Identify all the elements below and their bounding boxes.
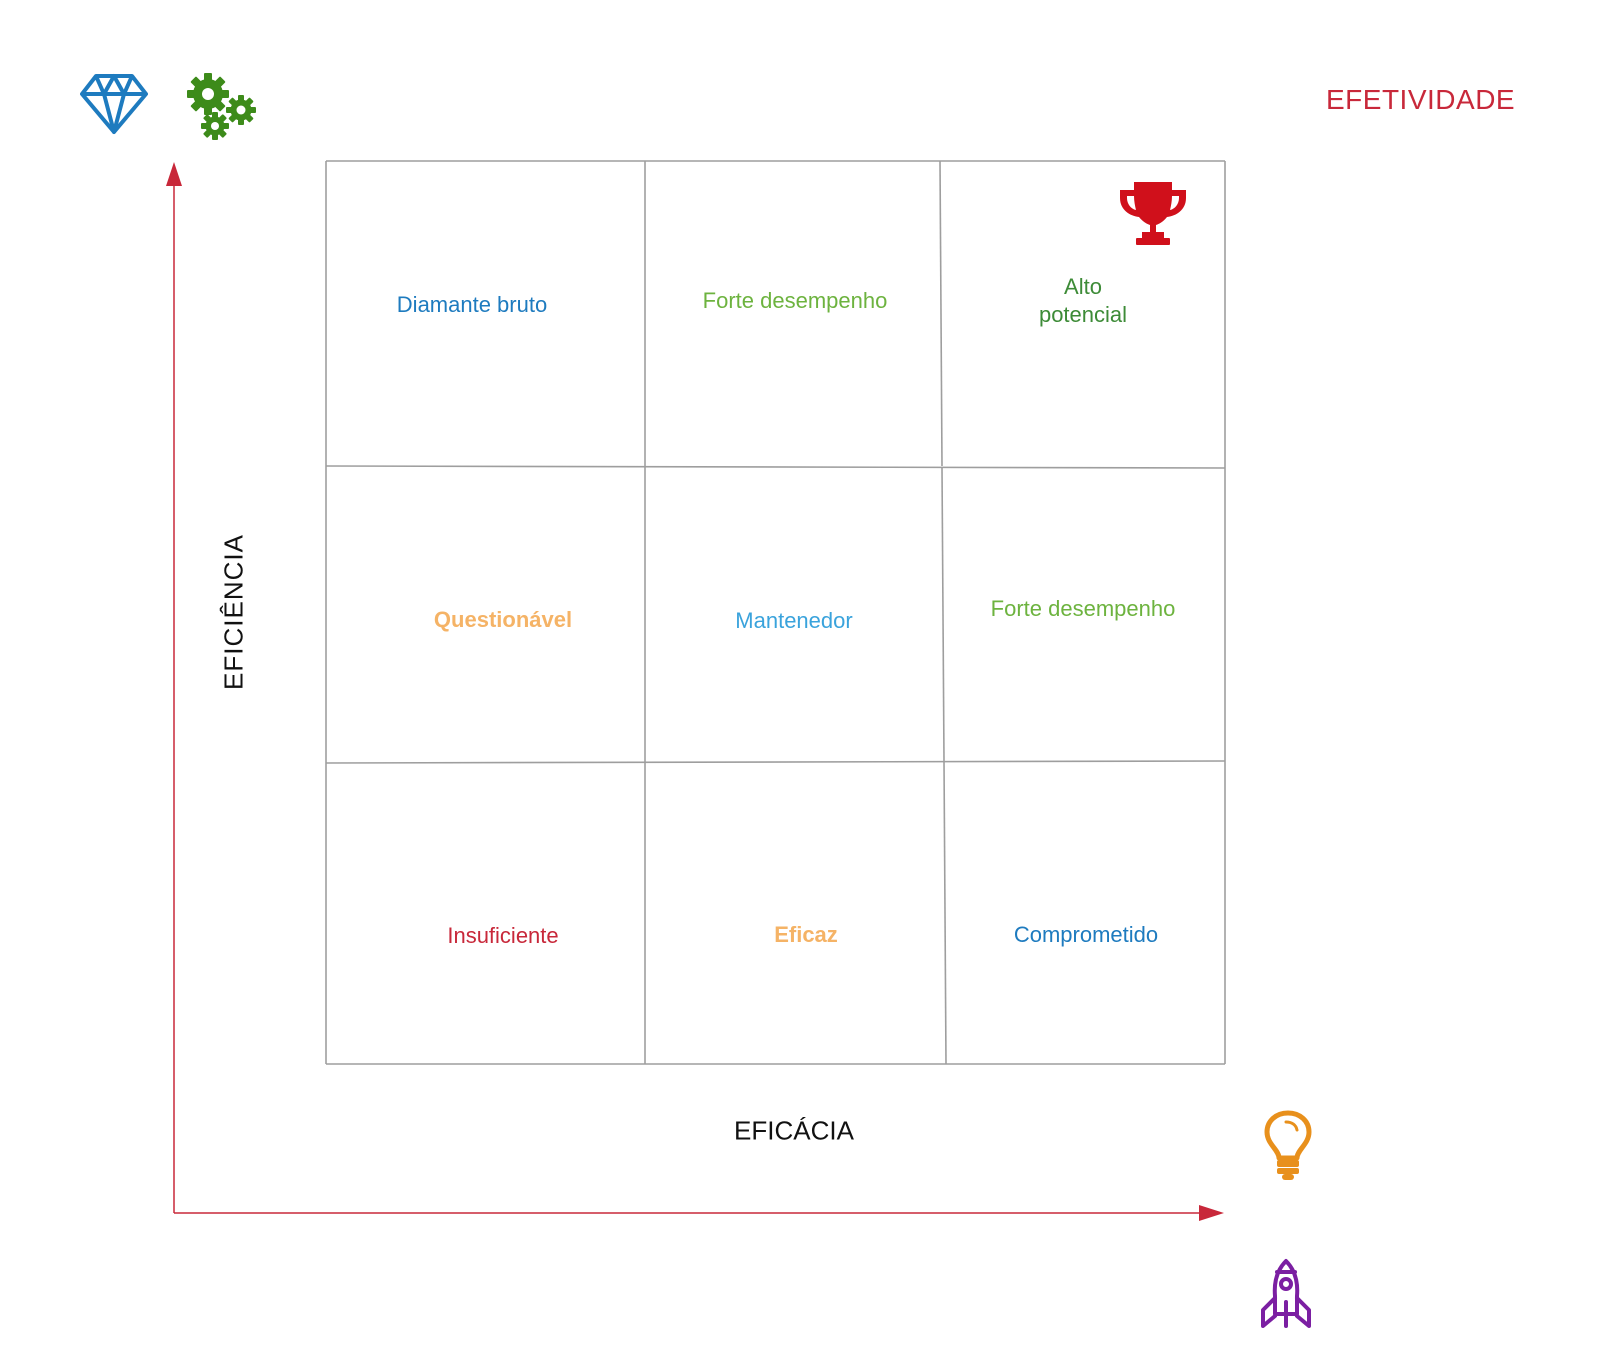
- cell-label-diamante-bruto: Diamante bruto: [396, 291, 548, 317]
- cell-label-alto-potencial: Alto potencial: [1038, 273, 1128, 327]
- cell-label-forte-desempenho-top: Forte desempenho: [702, 287, 888, 313]
- cell-label-insuficiente: Insuficiente: [447, 922, 559, 948]
- trophy-icon: [1118, 180, 1188, 246]
- y-axis-arrow: [166, 162, 182, 1213]
- cell-label-comprometido: Comprometido: [1013, 921, 1159, 947]
- y-axis-label: EFICIÊNCIA: [218, 534, 249, 690]
- lightbulb-icon: [1262, 1110, 1314, 1182]
- x-axis-arrow: [174, 1205, 1224, 1221]
- cell-label-forte-desempenho-mid: Forte desempenho: [990, 595, 1176, 621]
- gears-icon: [186, 72, 258, 142]
- cell-label-mantenedor: Mantenedor: [735, 607, 853, 633]
- x-axis-label: EFICÁCIA: [734, 1115, 854, 1146]
- rocket-icon: [1258, 1258, 1314, 1330]
- cell-label-questionavel: Questionável: [433, 606, 573, 632]
- cell-label-eficaz: Eficaz: [774, 921, 838, 947]
- page-title: EFETIVIDADE: [1326, 84, 1516, 115]
- diamond-icon: [80, 72, 148, 136]
- matrix-grid: [325, 160, 1226, 1065]
